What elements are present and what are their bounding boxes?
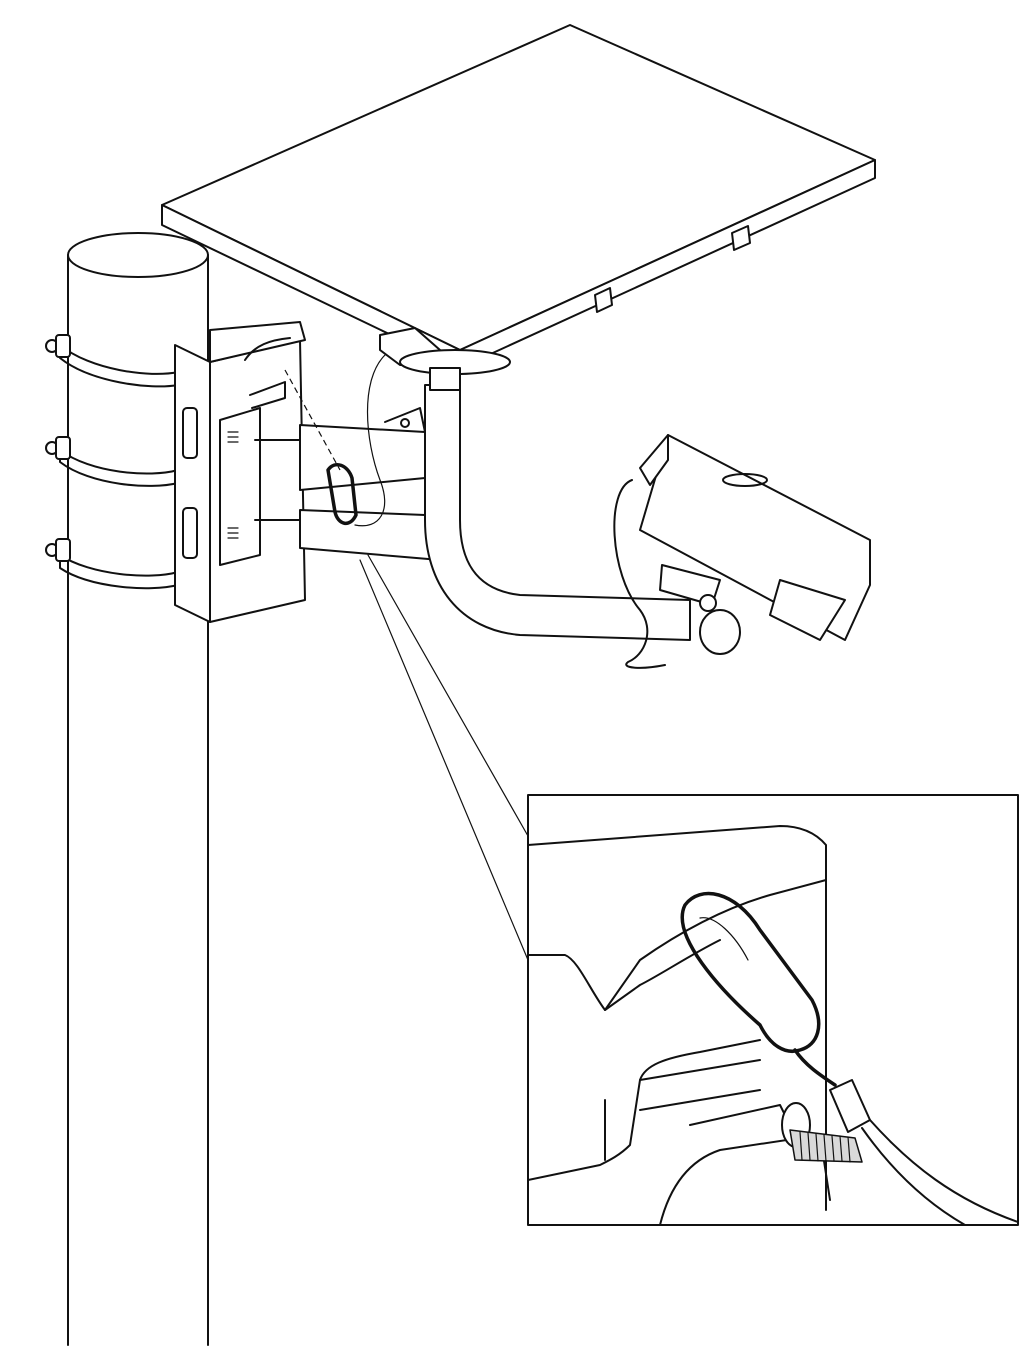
inset-slot-lines: [604, 1059, 761, 1161]
pole-straps: [45, 334, 179, 590]
inset-stud-threads: [799, 1131, 851, 1163]
camera-body: [639, 434, 871, 641]
safety-cable: [354, 354, 386, 527]
panel-mount-post: [429, 367, 461, 391]
strap-lower: [59, 554, 179, 590]
strap-clip-lower: [55, 538, 71, 562]
spring-lower: [227, 527, 239, 539]
bracket-hook: [244, 337, 291, 361]
bracket-inner-frame: [219, 407, 261, 566]
guide-line: [284, 369, 341, 471]
strap-upper: [59, 344, 179, 388]
camera-top-feature: [722, 473, 768, 487]
camera-front-hood: [639, 434, 669, 486]
camera-pivot: [699, 594, 717, 612]
camera-arm: [299, 384, 741, 655]
inset-frame: [527, 794, 1019, 1226]
bracket-slot-lower: [182, 507, 198, 559]
bracket-catch: [249, 381, 286, 409]
strap-clip-middle: [55, 436, 71, 460]
camera-lower-shroud: [769, 579, 846, 641]
strap-middle: [59, 449, 179, 487]
arm-bolt: [400, 418, 410, 428]
leader-lower: [359, 559, 529, 961]
bracket-side-plate: [174, 344, 211, 623]
bracket-slot-upper: [182, 407, 198, 459]
callout-leaders: [359, 554, 529, 961]
bracket-top-lip: [209, 321, 306, 363]
inset-hook-lip: [604, 939, 721, 1011]
inset-cable-eye: [793, 1048, 837, 1087]
inset-carabiner-gate: [699, 917, 749, 961]
arm-end-cap: [699, 609, 741, 655]
strap-clip-upper: [55, 334, 71, 358]
inset-bracket-hook-profile: [528, 879, 827, 1011]
panel-tab-left: [594, 287, 613, 313]
bracket-studs: [254, 439, 301, 521]
arm-tube-lower: [299, 509, 441, 561]
panel-top-surface: [161, 24, 876, 351]
arm-gusset: [384, 407, 426, 433]
carabiner-icon: [326, 462, 358, 525]
arm-tube-upper: [299, 424, 426, 491]
leader-upper: [367, 554, 529, 837]
arm-elbow-tube: [424, 384, 691, 641]
detail-inset: [527, 794, 1019, 1226]
mounting-bracket: [174, 321, 306, 623]
camera-housing-icon: [613, 434, 871, 669]
bracket-front-plate: [209, 339, 306, 623]
inset-lower-plate: [659, 1134, 831, 1225]
camera-cable-loop: [613, 479, 666, 669]
panel-tab-right: [731, 225, 751, 251]
inset-cable-strand-a: [861, 1127, 966, 1225]
inset-bracket-top-edge: [528, 825, 827, 1211]
sun-shield-panel: [161, 24, 876, 391]
pole-top-ellipse: [67, 232, 209, 278]
safety-cable-main: [284, 354, 386, 527]
inset-cable-strand-b: [869, 1119, 1018, 1223]
spring-upper: [227, 431, 239, 443]
